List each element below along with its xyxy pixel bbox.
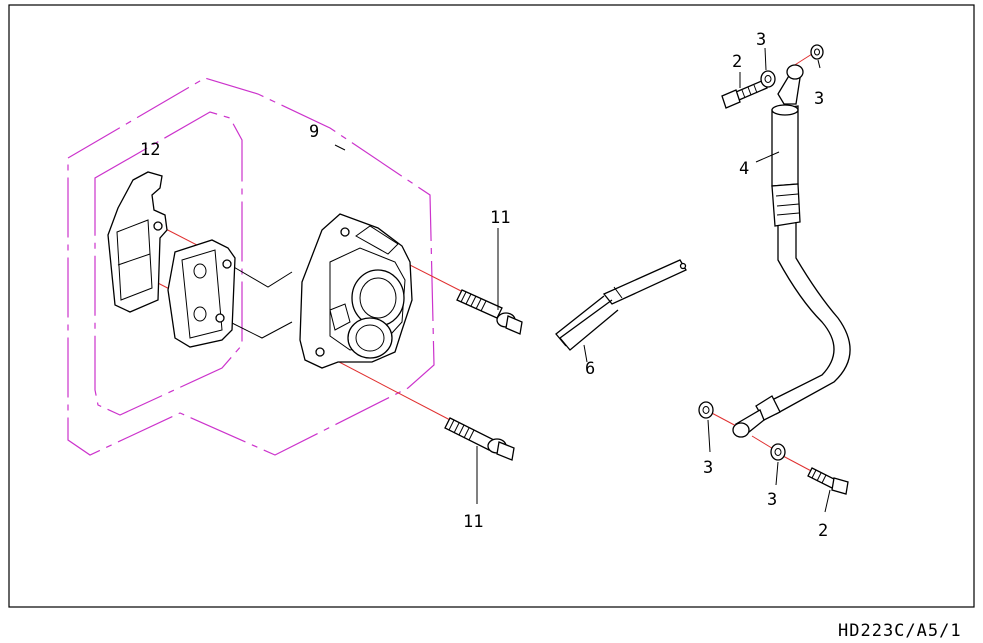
callout-labels: 2 3 3 4 9 12 11 6 11 3 3 2 [140,30,828,541]
callout-4: 4 [739,159,749,179]
banjo-bolt-upper [721,79,768,109]
callout-11-bottom: 11 [463,512,483,532]
callout-9: 9 [309,122,319,142]
washers [698,44,824,461]
brake-hose [732,64,851,438]
callout-2-top: 2 [732,52,742,72]
brake-pad-rear [107,171,168,313]
pad-leader-lines [225,265,293,339]
drawing-frame [8,4,975,608]
brake-caliper [299,213,413,369]
drawing-code: HD223C/A5/1 [838,621,962,641]
callout-6: 6 [585,359,595,379]
hose-clamp [555,259,687,351]
banjo-bolt-lower [807,467,849,495]
callout-3-bottom-left: 3 [703,458,713,478]
callout-12: 12 [140,140,160,160]
callout-3-top-left: 3 [756,30,766,50]
alignment-lines [151,53,816,474]
callout-leaders [334,47,831,513]
callout-3-bottom-right: 3 [767,490,777,510]
caliper-bolt-lower [444,417,515,461]
caliper-assembly-outline [67,77,435,456]
caliper-bolt-upper [456,289,523,335]
brake-pad-front [167,239,236,348]
callout-2-bottom: 2 [818,521,828,541]
callout-3-top-right: 3 [814,89,824,109]
callout-11-top: 11 [490,208,510,228]
